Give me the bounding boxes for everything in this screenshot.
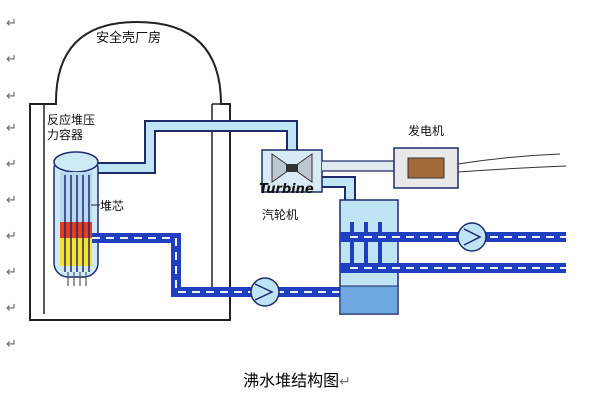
feedwater-pump (250, 277, 280, 307)
generator-shaft (322, 160, 395, 172)
steam-pipe-fill (86, 122, 296, 172)
paragraph-mark: ↵ (6, 337, 17, 352)
generator-label: 发电机 (408, 123, 444, 138)
generator-core (407, 157, 445, 179)
containment-building (29, 20, 231, 321)
core-red-band (60, 222, 92, 238)
figure-caption: 沸水堆结构图↵ (0, 367, 594, 391)
paragraph-mark: ↵ (6, 121, 17, 136)
fuel-rods (64, 175, 90, 272)
steam-pipe (86, 120, 298, 174)
vessel-label-line1: 反应堆压 (47, 112, 95, 127)
caption-text: 沸水堆结构图 (243, 371, 340, 390)
paragraph-mark: ↵ (6, 301, 17, 316)
condenser-hotwell (339, 285, 399, 315)
paragraph-mark: ↵ (6, 89, 17, 104)
vessel-label-line2: 力容器 (47, 127, 83, 142)
paragraph-mark: ↵ (6, 52, 17, 67)
core-label: 堆芯 (100, 199, 124, 213)
paragraph-mark: ↵ (6, 193, 17, 208)
feedwater-pipe (92, 233, 340, 297)
feedwater-pump-arrow (254, 283, 274, 301)
containment-label: 安全壳厂房 (96, 30, 161, 46)
turbine-word: Turbine (259, 182, 314, 197)
turbine-label: 汽轮机 (262, 207, 298, 222)
paragraph-mark: ↵ (6, 16, 17, 31)
paragraph-mark: ↵ (6, 229, 17, 244)
caption-paragraph-mark: ↵ (339, 374, 351, 390)
power-lines (457, 153, 567, 173)
vessel-dome (53, 151, 99, 173)
turbine-shaft (286, 164, 298, 172)
cooling-pump-arrow (463, 228, 482, 246)
paragraph-mark: ↵ (6, 157, 17, 172)
cooling-water-pump (457, 222, 487, 252)
paragraph-mark: ↵ (6, 265, 17, 280)
containment-inner-wall (43, 103, 222, 314)
control-rods (67, 272, 87, 286)
